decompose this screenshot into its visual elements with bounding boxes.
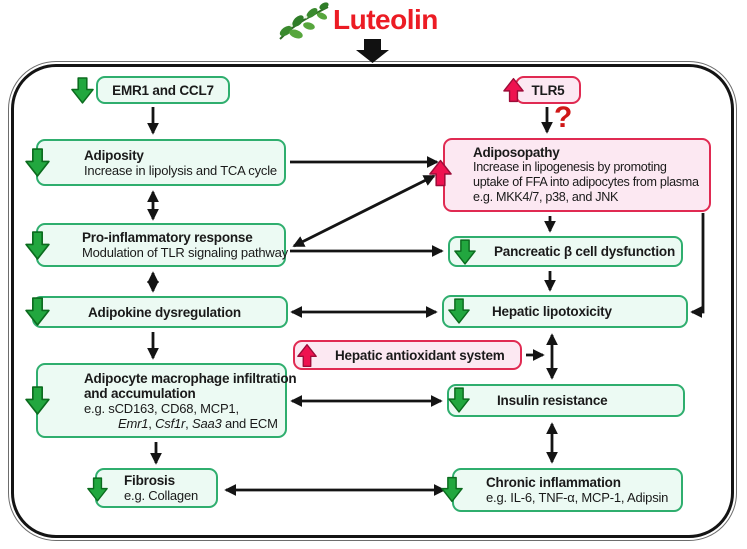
gene-tail: and ECM <box>221 415 278 431</box>
box-fibrosis-sub: e.g. Collagen <box>124 488 199 503</box>
down-arrow-icon-hepatic <box>448 298 470 324</box>
box-macrophage-examples: e.g. sCD163, CD68, MCP1, <box>84 400 239 416</box>
down-arrow-icon-adipokine <box>25 297 50 326</box>
down-arrow-icon-chronic <box>441 476 463 503</box>
down-arrow-icon-pancreatic <box>454 239 476 265</box>
box-insulin-label: Insulin resistance <box>497 393 608 408</box>
box-hepatic-antioxidant-label: Hepatic antioxidant system <box>335 347 505 363</box>
box-pancreatic-dysfunction: Pancreatic β cell dysfunction <box>448 236 683 267</box>
box-adipokine-label: Adipokine dysregulation <box>88 304 241 320</box>
uncertainty-question-mark: ? <box>554 101 573 134</box>
down-arrow-icon-pro-inflammatory <box>25 231 50 260</box>
up-arrow-icon-tlr5 <box>503 77 524 103</box>
down-arrow-icon-insulin <box>448 387 470 413</box>
box-adiposopathy-title: Adiposopathy <box>473 144 560 160</box>
box-macrophage-title2: and accumulation <box>84 385 196 401</box>
box-macrophage-infiltration: Adipocyte macrophage infiltration and ac… <box>36 363 297 438</box>
down-arrow-icon-emr1 <box>71 77 94 104</box>
box-adiposopathy-line1: Increase in lipogenesis by promoting <box>473 160 667 175</box>
box-emr1-ccl7: EMR1 and CCL7 <box>96 76 230 104</box>
gene-saa3: Saa3 <box>191 415 222 431</box>
box-tlr5: TLR5 <box>515 76 581 104</box>
gene-separator: , <box>185 415 192 431</box>
box-pro-inflammatory-sub: Modulation of TLR signaling pathway <box>82 245 288 260</box>
box-pro-inflammatory-title: Pro-inflammatory response <box>82 230 253 245</box>
box-macrophage-genes: Emr1, Csf1r, Saa3 and ECM <box>84 416 285 431</box>
page-title: Luteolin <box>333 4 438 35</box>
down-arrow-icon-fibrosis <box>87 477 108 502</box>
down-arrow-icon-macrophage <box>25 386 50 415</box>
box-hepatic-antioxidant: Hepatic antioxidant system <box>293 340 522 370</box>
box-adiposopathy-line2: uptake of FFA into adipocytes from plasm… <box>473 175 699 189</box>
box-tlr5-label: TLR5 <box>531 82 565 98</box>
box-adipokine-dysregulation: Adipokine dysregulation <box>32 296 288 328</box>
box-adiposopathy: Adiposopathy Increase in lipogenesis by … <box>443 138 711 212</box>
box-adiposity-sub: Increase in lipolysis and TCA cycle <box>84 162 277 178</box>
up-arrow-icon-adiposopathy <box>429 158 452 188</box>
box-pro-inflammatory: Pro-inflammatory response Modulation of … <box>36 223 288 267</box>
title-down-arrow <box>356 39 389 63</box>
gene-separator: , <box>148 415 156 431</box>
down-arrow-icon-adiposity <box>25 148 50 177</box>
box-chronic-title: Chronic inflammation <box>486 475 621 490</box>
box-hepatic-lipotoxicity-label: Hepatic lipotoxicity <box>492 304 612 319</box>
box-macrophage-title1: Adipocyte macrophage infiltration <box>84 370 297 386</box>
up-arrow-icon-antioxidant <box>297 343 317 368</box>
box-hepatic-lipotoxicity: Hepatic lipotoxicity <box>442 295 688 328</box>
box-pancreatic-label: Pancreatic β cell dysfunction <box>494 244 675 259</box>
box-fibrosis-title: Fibrosis <box>124 473 175 488</box>
box-chronic-inflammation: Chronic inflammation e.g. IL-6, TNF-α, M… <box>452 468 683 512</box>
box-adiposity: Adiposity Increase in lipolysis and TCA … <box>36 139 286 186</box>
box-adiposity-title: Adiposity <box>84 147 144 163</box>
box-chronic-sub: e.g. IL-6, TNF-α, MCP-1, Adipsin <box>486 490 669 505</box>
gene-emr1: Emr1 <box>118 415 149 431</box>
box-fibrosis: Fibrosis e.g. Collagen <box>95 468 218 508</box>
herb-sprig-icon <box>279 2 329 40</box>
gene-csf1r: Csf1r <box>155 415 186 431</box>
box-adiposopathy-line3: e.g. MKK4/7, p38, and JNK <box>473 189 619 204</box>
box-insulin-resistance: Insulin resistance <box>447 384 685 417</box>
box-emr1-ccl7-label: EMR1 and CCL7 <box>112 82 214 98</box>
